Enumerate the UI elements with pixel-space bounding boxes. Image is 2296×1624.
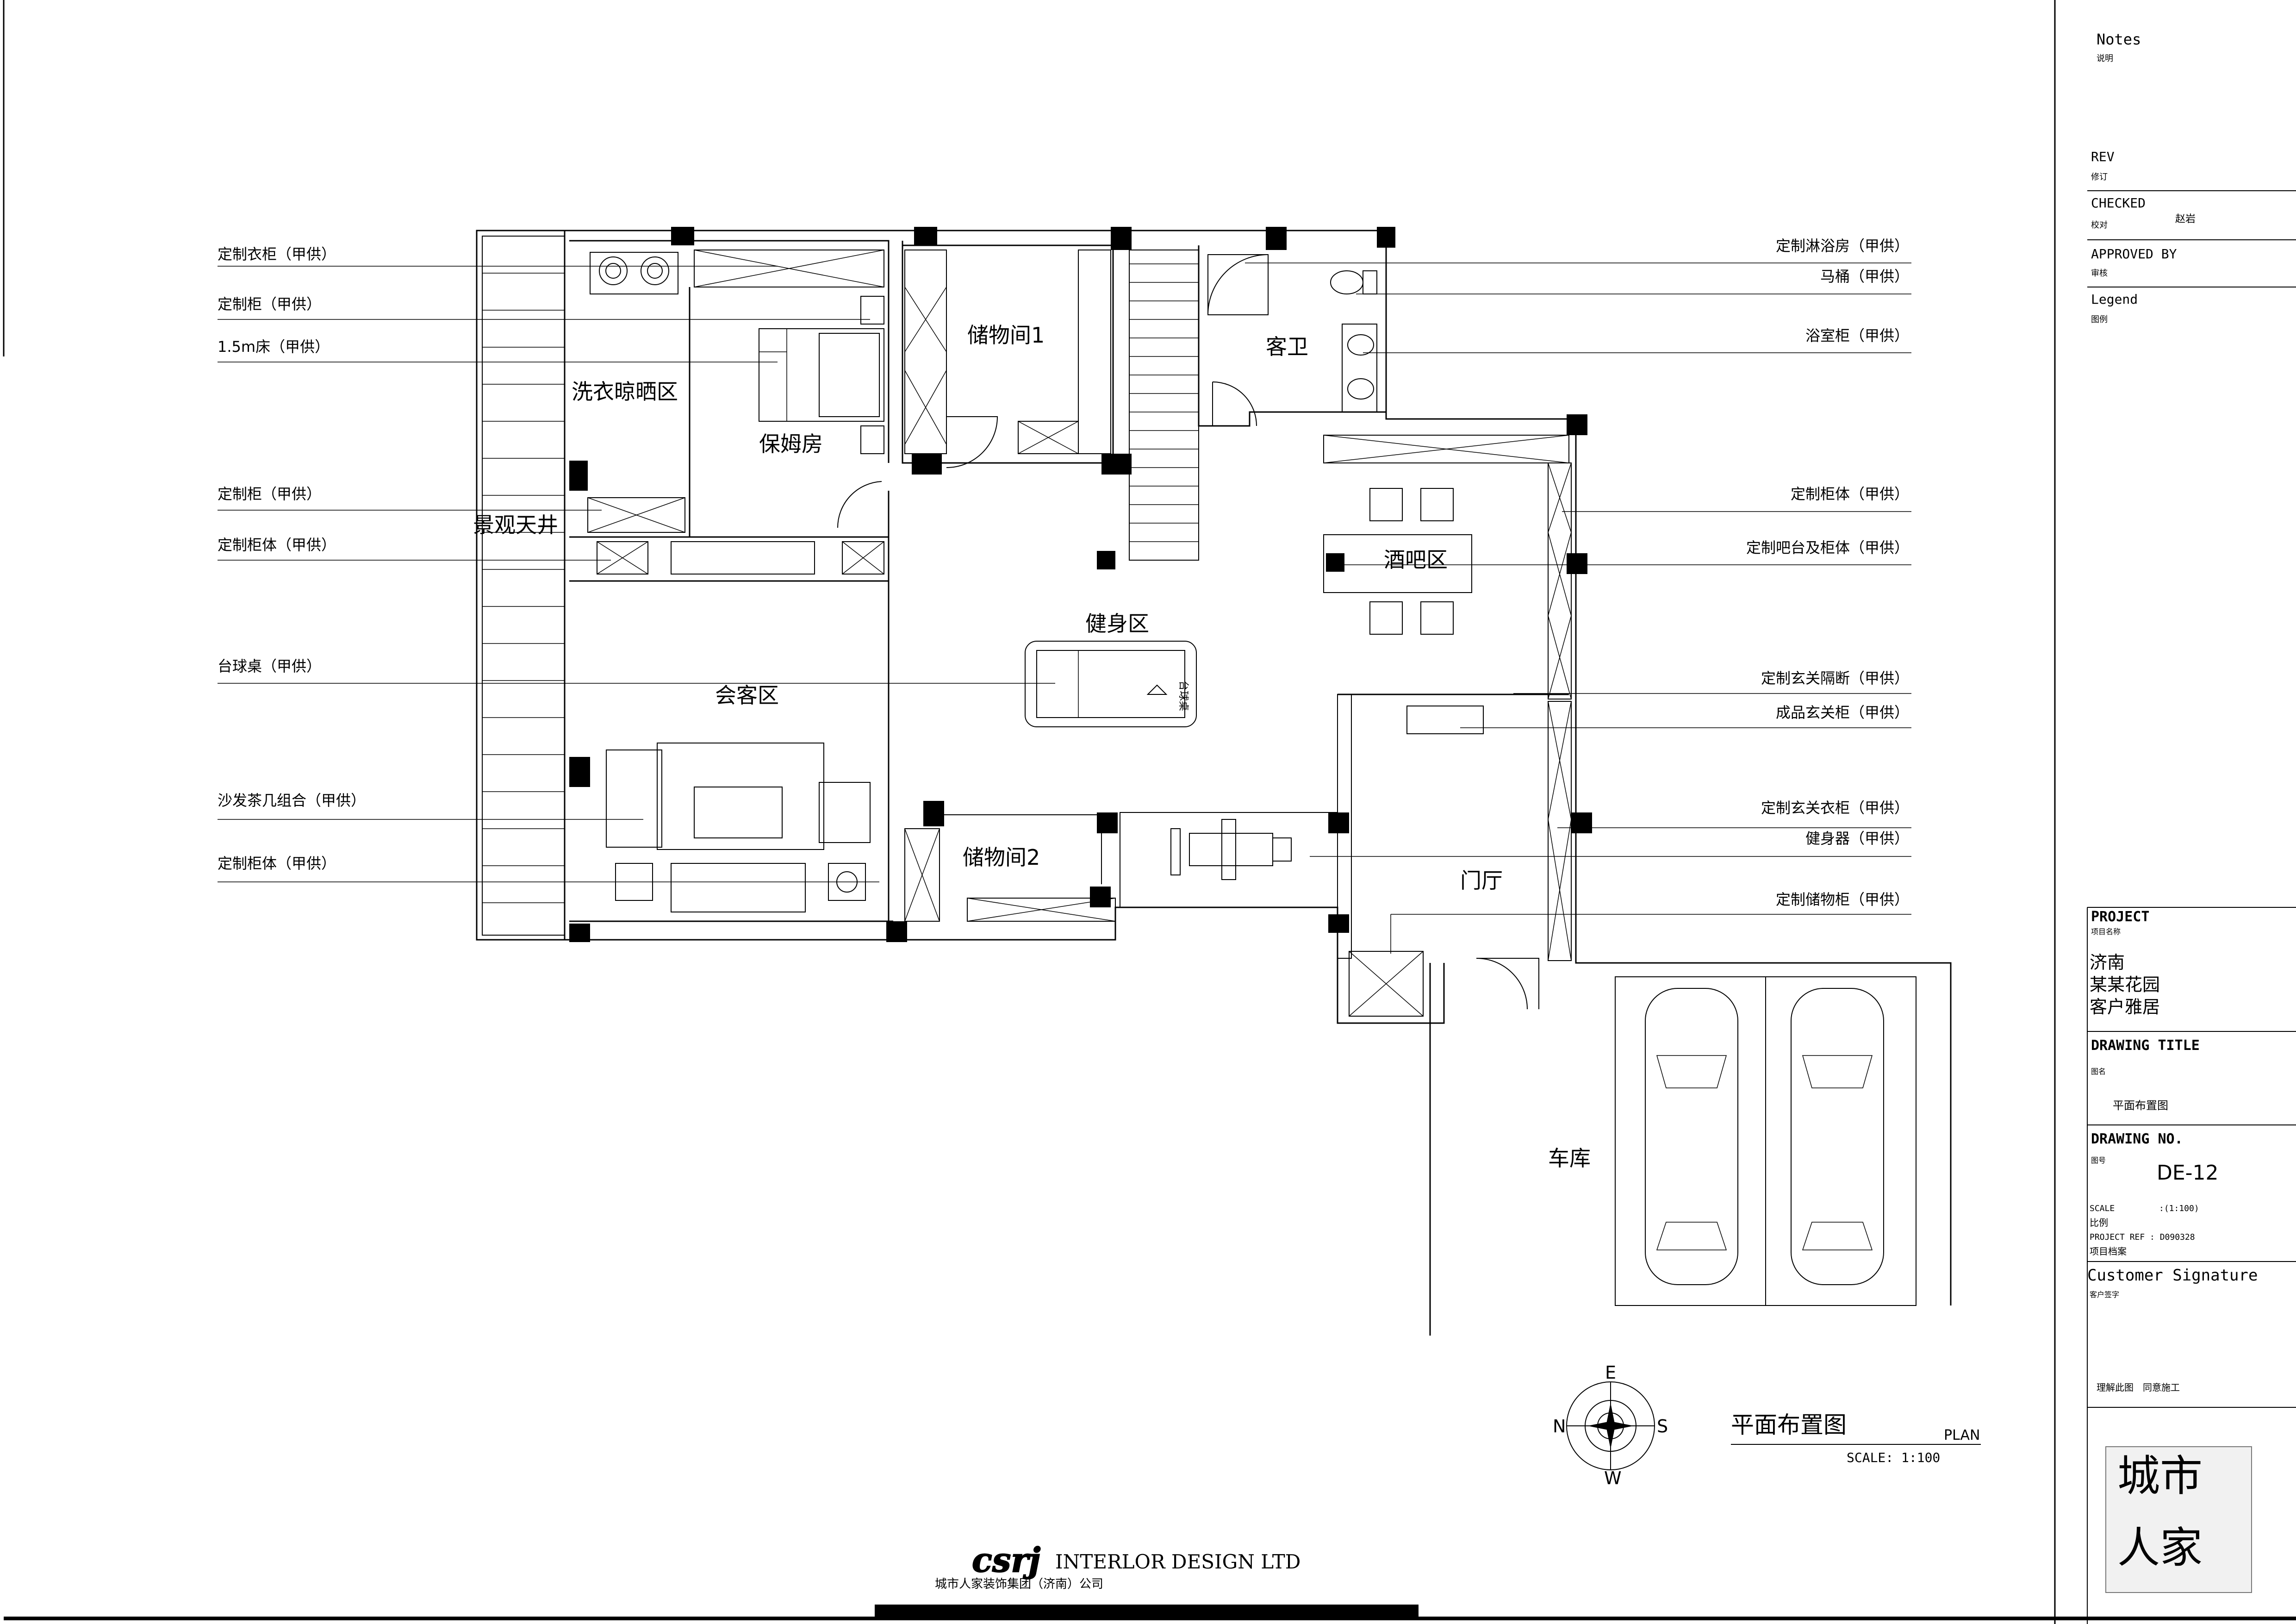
tb-scale: SCALE xyxy=(2090,1204,2115,1213)
staircase xyxy=(1129,250,1199,561)
tb-customer-signature-cn: 客户签字 xyxy=(2090,1290,2119,1299)
room-guest-bath: 客卫 xyxy=(1266,334,1308,359)
sofa-set xyxy=(606,743,871,912)
tb-scale-value: :(1:100) xyxy=(2159,1204,2199,1213)
compass-rose: E W N S xyxy=(1553,1362,1668,1488)
tb-drawing-no-cn: 图号 xyxy=(2091,1156,2106,1165)
callout-left-8: 定制柜体（甲供） xyxy=(218,855,336,872)
plan-title-cn: 平面布置图 xyxy=(1731,1412,1847,1438)
tb-project-line-2: 某某花园 xyxy=(2090,974,2160,995)
tb-project-line-1: 济南 xyxy=(2090,952,2125,973)
tb-legend-cn: 图例 xyxy=(2091,315,2108,325)
callouts-right: 定制淋浴房（甲供） 马桶（甲供） 浴室柜（甲供） 定制柜体（甲供） 定制吧台及柜… xyxy=(1245,237,1911,954)
landscape-well-grid xyxy=(482,236,565,936)
room-fitness: 健身区 xyxy=(1085,611,1149,636)
callout-right-5: 定制吧台及柜体（甲供） xyxy=(1746,539,1909,556)
stamp-line-2: 人家 xyxy=(2117,1523,2203,1573)
callout-right-6: 定制玄关隔断（甲供） xyxy=(1761,669,1909,687)
structural-columns xyxy=(569,227,1592,942)
tb-drawing-no-value: DE-12 xyxy=(2157,1161,2219,1185)
tb-project-cn: 项目名称 xyxy=(2091,927,2121,936)
tb-approved-cn: 审核 xyxy=(2091,269,2108,278)
tb-project-ref-cn: 项目档案 xyxy=(2090,1246,2127,1257)
footer: csrj INTERLOR DESIGN LTD 城市人家装饰集团（济南）公司 xyxy=(935,1540,1300,1591)
tb-notes: Notes xyxy=(2097,31,2141,48)
callout-left-2: 定制柜（甲供） xyxy=(218,295,321,313)
room-storage2: 储物间2 xyxy=(963,845,1040,870)
room-bar: 酒吧区 xyxy=(1384,547,1448,572)
billiard-mark: 台球桌 xyxy=(1177,681,1189,711)
room-laundry: 洗衣晾晒区 xyxy=(572,379,678,404)
room-labels: 洗衣晾晒区 保姆房 储物间1 客卫 景观天井 酒吧区 健身区 会客区 储物间2 … xyxy=(473,323,1591,1171)
billiard-table: 台球桌 xyxy=(1025,641,1197,727)
tb-drawing-title: DRAWING TITLE xyxy=(2091,1037,2200,1054)
tb-legend: Legend xyxy=(2091,292,2138,307)
compass-east: E xyxy=(1605,1362,1616,1383)
plan-title: 平面布置图 PLAN SCALE: 1:100 xyxy=(1731,1412,1981,1465)
tb-checked-signature: 赵岩 xyxy=(2175,213,2196,225)
bed xyxy=(759,296,884,454)
tb-checked-cn: 校对 xyxy=(2091,220,2108,230)
garage-cars xyxy=(1615,976,1916,1306)
company-stamp: 城市 人家 xyxy=(2105,1446,2252,1593)
plan-title-en: PLAN xyxy=(1944,1427,1980,1443)
compass-west: W xyxy=(1604,1468,1622,1488)
tb-agreement: 理解此图 同意施工 xyxy=(2097,1382,2180,1393)
tb-checked: CHECKED xyxy=(2091,195,2146,211)
tb-rev-cn: 修订 xyxy=(2091,172,2108,182)
callout-right-8: 定制玄关衣柜（甲供） xyxy=(1761,799,1909,817)
tb-project: PROJECT xyxy=(2091,909,2149,925)
room-landscape-well: 景观天井 xyxy=(473,512,558,537)
stamp-line-1: 城市 xyxy=(2117,1451,2203,1501)
compass-north: N xyxy=(1553,1416,1566,1437)
tb-project-line-3: 客户雅居 xyxy=(2090,997,2160,1017)
tb-drawing-no: DRAWING NO. xyxy=(2091,1131,2183,1147)
callout-left-5: 定制柜体（甲供） xyxy=(218,536,336,554)
company-name-cn: 城市人家装饰集团（济南）公司 xyxy=(935,1577,1103,1591)
sheet-border xyxy=(3,0,2296,1624)
callout-left-1: 定制衣柜（甲供） xyxy=(218,245,336,263)
tb-rev: REV xyxy=(2091,149,2115,164)
tb-drawing-title-cn: 图名 xyxy=(2091,1067,2106,1076)
room-nanny: 保姆房 xyxy=(759,431,823,456)
company-logo: csrj xyxy=(972,1540,1040,1580)
tb-approved: APPROVED BY xyxy=(2091,246,2177,262)
callout-right-3: 浴室柜（甲供） xyxy=(1805,327,1909,344)
callout-right-7: 成品玄关柜（甲供） xyxy=(1776,704,1909,721)
company-name-en: INTERLOR DESIGN LTD xyxy=(1055,1550,1300,1573)
room-foyer: 门厅 xyxy=(1460,868,1503,893)
floor-plan: 台球桌 xyxy=(476,227,1952,1336)
callouts-left: 定制衣柜（甲供） 定制柜（甲供） 1.5m床（甲供） 定制柜（甲供） 定制柜体（… xyxy=(218,245,1055,882)
tb-project-ref: PROJECT REF : D090328 xyxy=(2090,1232,2195,1242)
room-reception: 会客区 xyxy=(715,683,779,708)
exterior-wall xyxy=(476,230,566,941)
title-block: Notes 说明 REV 修订 CHECKED 校对 赵岩 APPROVED B… xyxy=(2087,31,2296,1624)
callout-left-7: 沙发茶几组合（甲供） xyxy=(218,792,366,809)
callout-right-2: 马桶（甲供） xyxy=(1820,268,1909,285)
room-garage: 车库 xyxy=(1548,1146,1591,1171)
tb-notes-cn: 说明 xyxy=(2097,54,2113,63)
callout-right-4: 定制柜体（甲供） xyxy=(1791,485,1909,503)
callout-right-1: 定制淋浴房（甲供） xyxy=(1776,237,1909,255)
callout-left-4: 定制柜（甲供） xyxy=(218,485,321,503)
tb-customer-signature: Customer Signature xyxy=(2087,1266,2258,1285)
tb-drawing-title-value: 平面布置图 xyxy=(2113,1099,2168,1112)
plan-scale: SCALE: 1:100 xyxy=(1847,1450,1940,1465)
callout-right-10: 定制储物柜（甲供） xyxy=(1776,891,1909,908)
tb-scale-cn: 比例 xyxy=(2090,1217,2108,1228)
callout-left-6: 台球桌（甲供） xyxy=(218,657,321,675)
callout-right-9: 健身器（甲供） xyxy=(1805,830,1909,847)
callout-left-3: 1.5m床（甲供） xyxy=(218,338,330,356)
compass-south: S xyxy=(1657,1416,1668,1437)
room-storage1: 储物间1 xyxy=(967,323,1045,348)
